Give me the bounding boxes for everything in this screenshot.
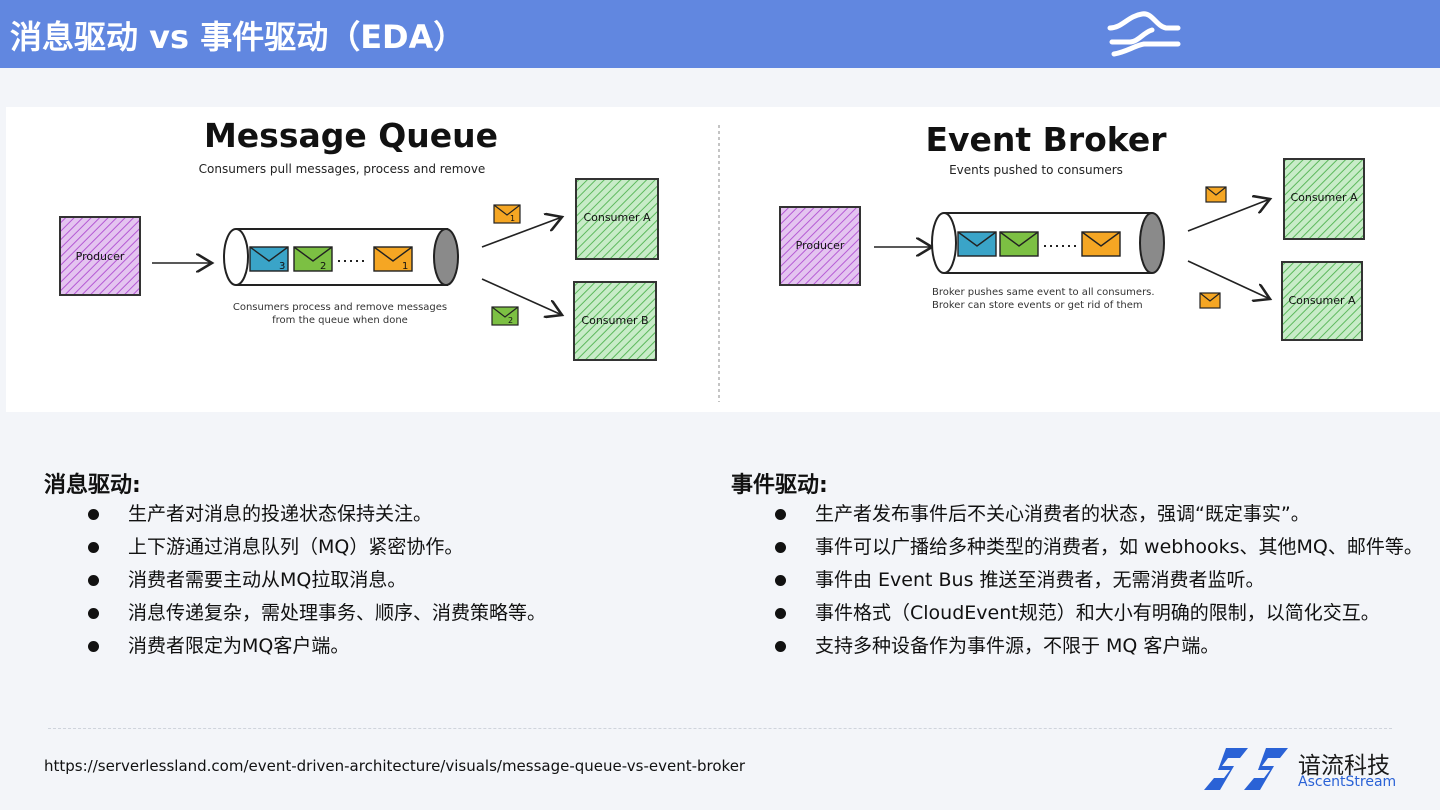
mq-message-envelope: 3 <box>249 246 289 272</box>
page-title: 消息驱动 vs 事件驱动（EDA） <box>10 18 466 56</box>
eb-title: Event Broker <box>925 120 1167 159</box>
brand-name-en: AscentStream <box>1298 774 1397 790</box>
eb-producer-box: Producer <box>779 206 861 286</box>
eb-arrow-to-consumer-2 <box>1187 260 1270 299</box>
footer-divider <box>48 728 1392 729</box>
mq-arrow-to-consumer-b <box>481 278 562 315</box>
mq-msg-number: 3 <box>279 261 285 272</box>
mq-outgoing-envelope: 2 <box>491 306 519 326</box>
eb-outgoing-envelope <box>1199 292 1221 309</box>
brand-logo: 谙流科技 AscentStream <box>1204 746 1404 794</box>
mq-caption-line2: from the queue when done <box>272 315 408 326</box>
eb-producer-label: Producer <box>796 239 845 252</box>
eb-consumer-a2-box: Consumer A <box>1281 261 1363 341</box>
eb-outgoing-envelope <box>1205 186 1227 203</box>
mq-msg-number: 1 <box>402 261 408 272</box>
list-item: 事件格式（CloudEvent规范）和大小有明确的限制，以简化交互。 <box>775 597 1425 630</box>
mq-title: Message Queue <box>204 116 498 155</box>
mq-arrow-to-consumer-a <box>481 217 562 248</box>
list-item: 生产者对消息的投递状态保持关注。 <box>88 498 698 531</box>
mq-caption-line1: Consumers process and remove messages <box>233 302 447 313</box>
list-item: 消息传递复杂，需处理事务、顺序、消费策略等。 <box>88 597 698 630</box>
mq-msg-number: 2 <box>320 261 326 272</box>
eb-caption-line2: Broker can store events or get rid of th… <box>932 300 1143 311</box>
event-driven-list: 生产者发布事件后不关心消费者的状态，强调“既定事实”。 事件可以广播给多种类型的… <box>775 498 1425 663</box>
mq-consumer-a-box: Consumer A <box>575 178 659 260</box>
header-bar: 消息驱动 vs 事件驱动（EDA） <box>0 0 1440 68</box>
mq-consumer-a-label: Consumer A <box>583 211 651 224</box>
list-item: 上下游通过消息队列（MQ）紧密协作。 <box>88 531 698 564</box>
eb-event-envelope <box>999 231 1039 257</box>
mq-producer-label: Producer <box>76 250 125 263</box>
eb-event-envelope <box>1081 231 1121 257</box>
eb-arrow-to-consumer-1 <box>1187 199 1270 232</box>
ascentstream-logo-icon <box>1204 748 1288 790</box>
mq-outgoing-envelope: 1 <box>493 204 521 224</box>
eb-event-envelope <box>957 231 997 257</box>
header-logo-icon <box>1107 11 1181 57</box>
mq-consumer-b-box: Consumer B <box>573 281 657 361</box>
event-driven-heading: 事件驱动: <box>731 473 828 498</box>
mq-message-envelope: 2 <box>293 246 333 272</box>
list-item: 支持多种设备作为事件源，不限于 MQ 客户端。 <box>775 630 1425 663</box>
list-item: 事件可以广播给多种类型的消费者，如 webhooks、其他MQ、邮件等。 <box>775 531 1425 564</box>
mq-consumer-b-label: Consumer B <box>581 314 648 327</box>
mq-out-number: 1 <box>510 214 515 223</box>
source-link[interactable]: https://serverlessland.com/event-driven-… <box>44 757 746 775</box>
eb-consumer-a1-label: Consumer A <box>1290 191 1358 204</box>
mq-producer-box: Producer <box>59 216 141 296</box>
mq-message-envelope: 1 <box>373 246 413 272</box>
list-item: 消费者需要主动从MQ拉取消息。 <box>88 564 698 597</box>
eb-consumer-a2-label: Consumer A <box>1288 294 1356 307</box>
mq-subtitle: Consumers pull messages, process and rem… <box>199 162 486 176</box>
message-driven-heading: 消息驱动: <box>44 473 141 498</box>
message-driven-list: 生产者对消息的投递状态保持关注。 上下游通过消息队列（MQ）紧密协作。 消费者需… <box>88 498 698 663</box>
brand-name-cn: 谙流科技 <box>1298 753 1390 779</box>
list-item: 消费者限定为MQ客户端。 <box>88 630 698 663</box>
eb-caption-line1: Broker pushes same event to all consumer… <box>932 287 1155 298</box>
mq-queue-pipe <box>223 228 459 286</box>
list-item: 生产者发布事件后不关心消费者的状态，强调“既定事实”。 <box>775 498 1425 531</box>
eb-broker-pipe <box>931 212 1165 274</box>
list-item: 事件由 Event Bus 推送至消费者，无需消费者监听。 <box>775 564 1425 597</box>
mq-vs-broker-diagram: Message Queue Consumers pull messages, p… <box>6 107 1440 412</box>
eb-consumer-a1-box: Consumer A <box>1283 158 1365 240</box>
eb-subtitle: Events pushed to consumers <box>949 163 1123 177</box>
mq-out-number: 2 <box>508 316 513 325</box>
diagram-svg: Message Queue Consumers pull messages, p… <box>59 116 1365 402</box>
